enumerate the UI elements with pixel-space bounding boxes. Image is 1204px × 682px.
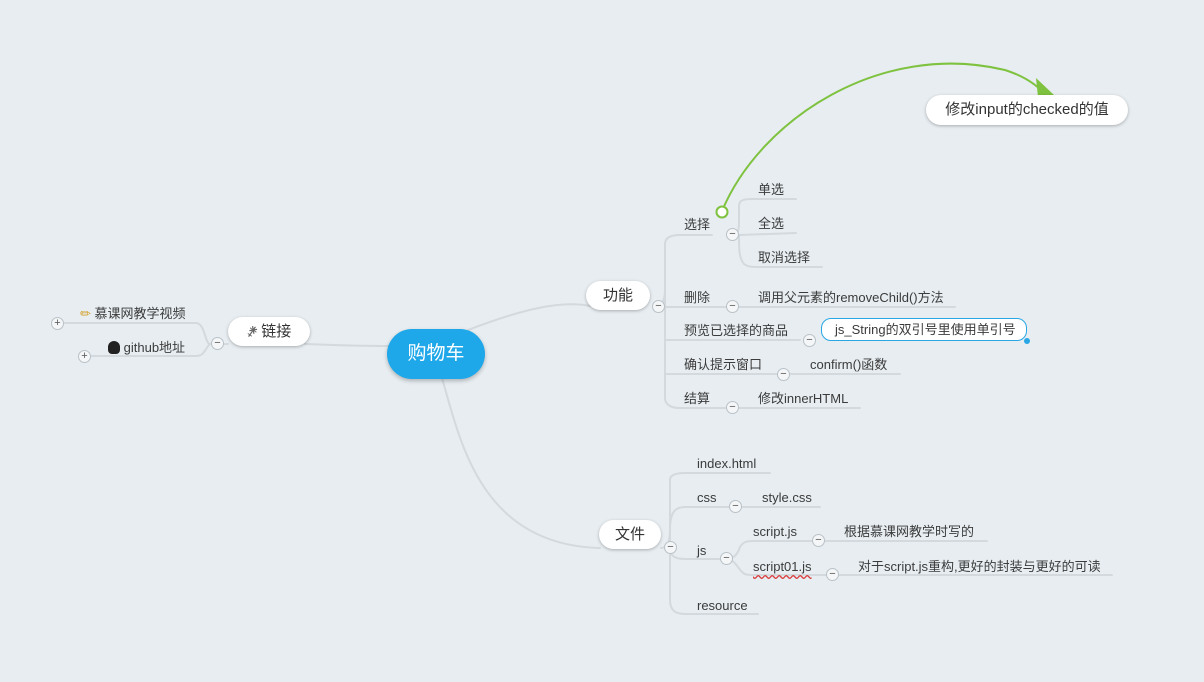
deselect-node[interactable]: 取消选择 bbox=[758, 250, 811, 265]
index-html-node[interactable]: index.html bbox=[697, 456, 757, 471]
penguin-icon bbox=[108, 341, 120, 354]
style-css-node[interactable]: style.css bbox=[762, 490, 812, 505]
links-node[interactable]: ⚵ 链接 bbox=[228, 317, 310, 346]
checkout-node[interactable]: 结算 bbox=[684, 391, 711, 406]
relationship-curve bbox=[721, 62, 1049, 212]
preview-detail-node[interactable]: js_String的双引号里使用单引号 bbox=[821, 318, 1027, 341]
link-item-mooc[interactable]: ✏ 慕课网教学视频 bbox=[80, 306, 186, 322]
link-item-mooc-label: 慕课网教学视频 bbox=[94, 306, 186, 321]
expand-mooc-button[interactable]: + bbox=[51, 317, 64, 330]
css-node[interactable]: css bbox=[697, 490, 717, 505]
link-item-github-label: github地址 bbox=[123, 340, 186, 355]
script01-js-collapse-button[interactable]: − bbox=[826, 568, 839, 581]
checkout-collapse-button[interactable]: − bbox=[726, 401, 739, 414]
pencil-icon: ✏ bbox=[80, 306, 91, 321]
script-js-note-node[interactable]: 根据慕课网教学时写的 bbox=[844, 524, 975, 539]
delete-collapse-button[interactable]: − bbox=[726, 300, 739, 313]
js-node[interactable]: js bbox=[697, 543, 707, 558]
script01-js-node[interactable]: script01.js bbox=[753, 559, 812, 574]
delete-detail-node[interactable]: 调用父元素的removeChild()方法 bbox=[758, 290, 944, 305]
preview-collapse-button[interactable]: − bbox=[803, 334, 816, 347]
single-select-node[interactable]: 单选 bbox=[758, 182, 785, 197]
delete-node[interactable]: 删除 bbox=[684, 290, 711, 305]
files-collapse-button[interactable]: − bbox=[664, 541, 677, 554]
preview-node[interactable]: 预览已选择的商品 bbox=[684, 323, 789, 338]
checkout-detail-node[interactable]: 修改innerHTML bbox=[758, 391, 849, 406]
expand-github-button[interactable]: + bbox=[78, 350, 91, 363]
js-collapse-button[interactable]: − bbox=[720, 552, 733, 565]
links-collapse-button[interactable]: − bbox=[211, 337, 224, 350]
css-collapse-button[interactable]: − bbox=[729, 500, 742, 513]
select-collapse-button[interactable]: − bbox=[726, 228, 739, 241]
features-collapse-button[interactable]: − bbox=[652, 300, 665, 313]
confirm-detail-node[interactable]: confirm()函数 bbox=[810, 357, 888, 372]
script-js-node[interactable]: script.js bbox=[753, 524, 798, 539]
root-node[interactable]: 购物车 bbox=[387, 329, 485, 379]
callout-node[interactable]: 修改input的checked的值 bbox=[926, 95, 1128, 125]
confirm-node[interactable]: 确认提示窗口 bbox=[684, 357, 763, 372]
resource-node[interactable]: resource bbox=[697, 598, 748, 613]
selection-handle bbox=[1024, 338, 1030, 344]
script01-js-note-node[interactable]: 对于script.js重构,更好的封装与更好的可读 bbox=[858, 559, 1101, 574]
relationship-arrowhead bbox=[1036, 78, 1054, 97]
select-node[interactable]: 选择 bbox=[684, 217, 711, 232]
select-all-node[interactable]: 全选 bbox=[758, 216, 785, 231]
preview-detail-label: js_String的双引号里使用单引号 bbox=[835, 322, 1016, 337]
confirm-collapse-button[interactable]: − bbox=[777, 368, 790, 381]
link-item-github[interactable]: github地址 bbox=[108, 340, 185, 356]
files-node[interactable]: 文件 bbox=[599, 520, 661, 549]
links-label: 链接 bbox=[261, 323, 292, 340]
features-node[interactable]: 功能 bbox=[586, 281, 650, 310]
script-js-collapse-button[interactable]: − bbox=[812, 534, 825, 547]
